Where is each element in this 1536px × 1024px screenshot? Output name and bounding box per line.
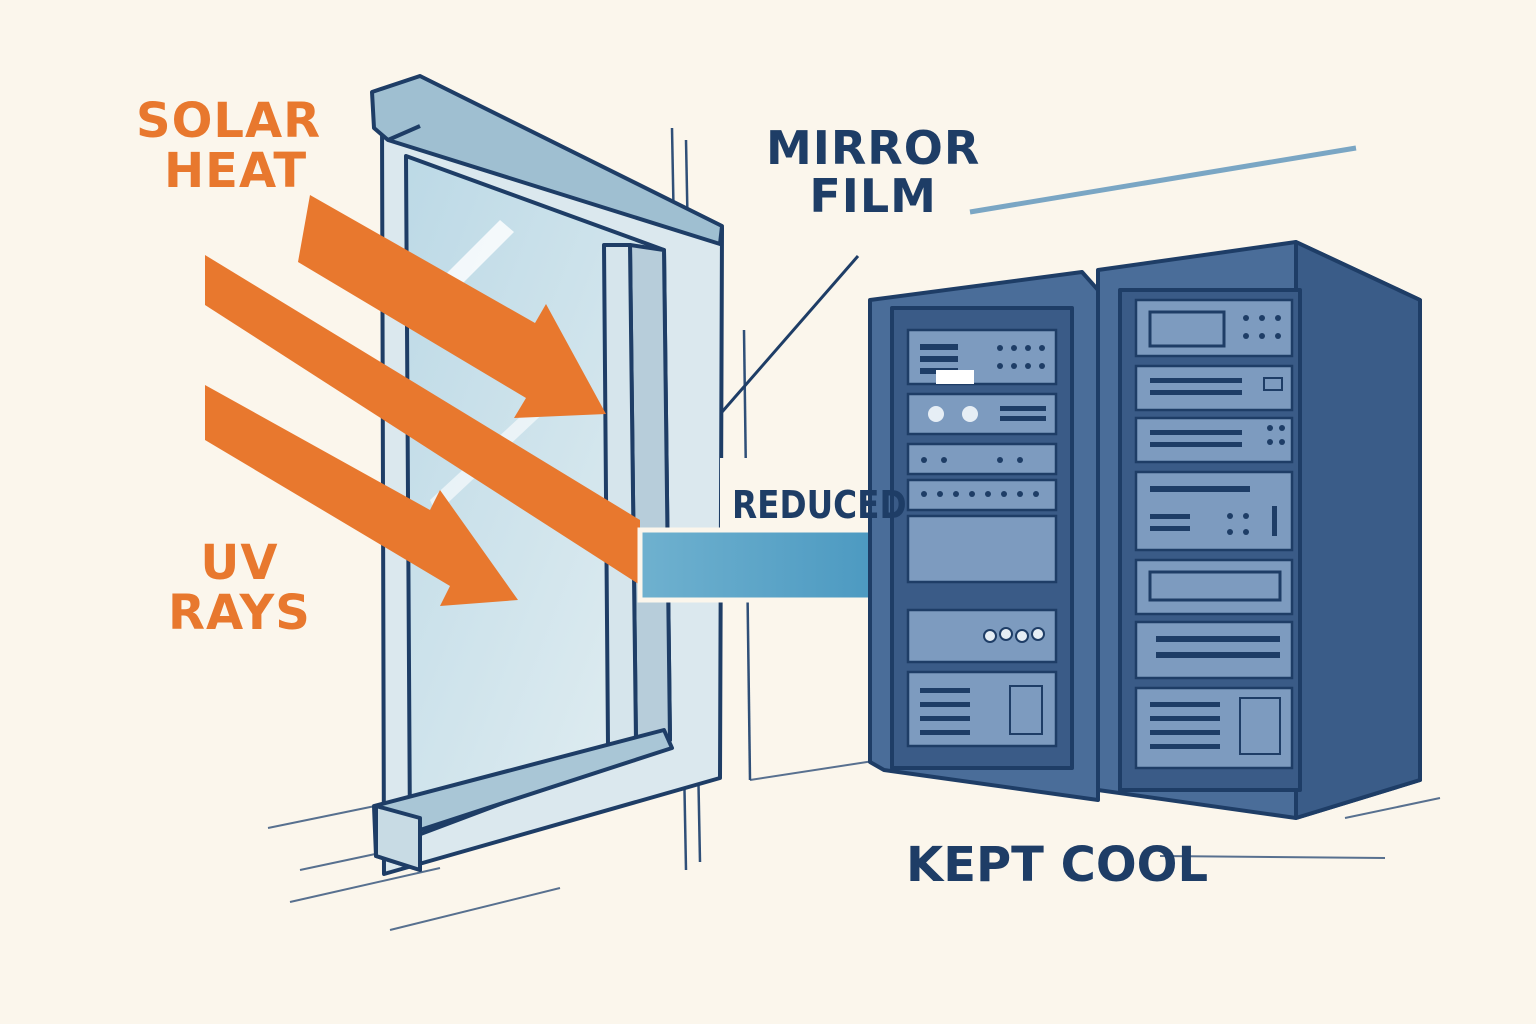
kept-cool-label: KEPT COOL [906, 837, 1209, 893]
uv-rays-line-1: UV [200, 535, 279, 591]
uv-rays-line-2: RAYS [168, 585, 311, 642]
reduced-label: REDUCED [732, 483, 907, 527]
wall-line [969, 145, 1357, 215]
heat-arrow-icon [298, 195, 606, 418]
mirror-film-pointer [720, 255, 860, 413]
solar-heat-label: SOLAR HEAT [136, 96, 321, 197]
solar-heat-line-2: HEAT [164, 143, 308, 200]
mirror-film-line-2: FILM [809, 169, 937, 224]
solar-heat-line-1: SOLAR [136, 93, 322, 149]
rack-unit-details-left [920, 344, 1046, 735]
heat-arrow-icon [205, 385, 518, 606]
uv-rays-label: UV RAYS [168, 538, 311, 639]
heat-arrow-icon [205, 255, 640, 585]
mirror-film-label: MIRROR FILM [766, 124, 980, 221]
rack-unit-details-right [1148, 310, 1285, 755]
heat-arrows [205, 195, 640, 606]
floor-lines [267, 759, 1441, 931]
mirror-film-line-1: MIRROR [766, 121, 981, 175]
